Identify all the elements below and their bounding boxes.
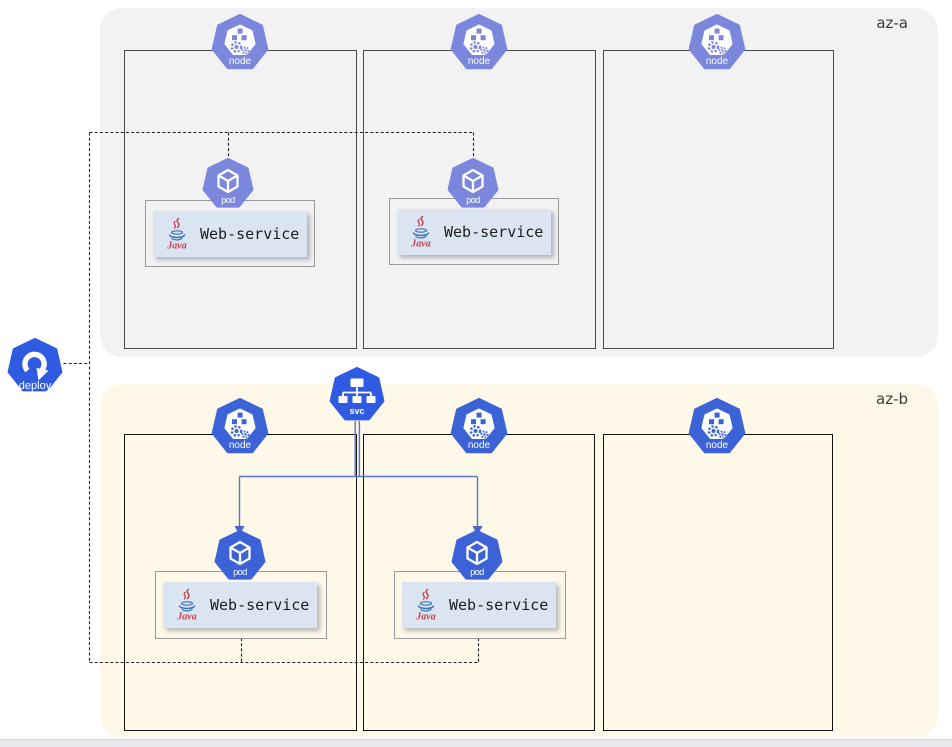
pod-boundary-box: Java Web-service [389,198,559,265]
kubernetes-pod-icon: pod [214,530,266,582]
kubernetes-service-icon: svc [329,367,385,423]
kubernetes-pod-icon: pod [202,158,254,210]
node-icon-label: node [705,440,729,451]
kubernetes-node-icon: node [450,398,508,456]
node-icon-label: node [705,56,729,67]
node-icon-label: node [467,440,491,451]
pod-icon-label: pod [221,195,235,205]
java-icon-label: Java [166,241,186,252]
java-icon-label: Java [176,612,196,623]
kubernetes-pod-icon: pod [451,530,503,582]
deploy-icon-label: deploy [18,380,52,392]
node-icon-label: node [228,56,252,67]
window-edge-strip [0,739,952,747]
pod-boundary-box: Java Web-service [145,200,315,267]
java-icon-label: Java [410,239,430,250]
pod-boundary-box: Java Web-service [155,571,327,639]
pod-icon-label: pod [466,195,480,205]
kubernetes-node-icon: node [450,14,508,72]
pod-icon-label: pod [233,567,247,577]
java-icon: Java [415,588,436,623]
svc-connector-line [238,421,479,526]
svc-icon-label: svc [349,406,365,416]
web-service-label: Web-service [210,596,310,614]
java-icon: Java [176,588,197,623]
pod-icon-label: pod [470,567,484,577]
kubernetes-node-icon: node [211,398,269,456]
web-service-label: Web-service [449,596,549,614]
pod-boundary-box: Java Web-service [394,571,566,639]
web-service-label: Web-service [444,223,544,241]
java-icon: Java [166,217,187,252]
kubernetes-pod-icon: pod [447,158,499,210]
kubernetes-node-icon: node [688,14,746,72]
java-icon-label: Java [415,612,435,623]
deploy-dashed-connector [63,131,480,664]
node-icon-label: node [228,440,252,451]
kubernetes-deployment-icon: deploy [7,338,63,394]
web-service-card: Java Web-service [397,209,551,255]
web-service-label: Web-service [200,225,300,243]
web-service-card: Java Web-service [402,582,556,628]
kubernetes-node-icon: node [688,398,746,456]
zone-az-a-label: az-a [876,14,908,32]
web-service-card: Java Web-service [153,211,307,257]
web-service-card: Java Web-service [163,582,317,628]
zone-az-b-label: az-b [876,390,908,408]
kubernetes-node-icon: node [211,14,269,72]
java-icon: Java [410,215,431,250]
node-icon-label: node [467,56,491,67]
